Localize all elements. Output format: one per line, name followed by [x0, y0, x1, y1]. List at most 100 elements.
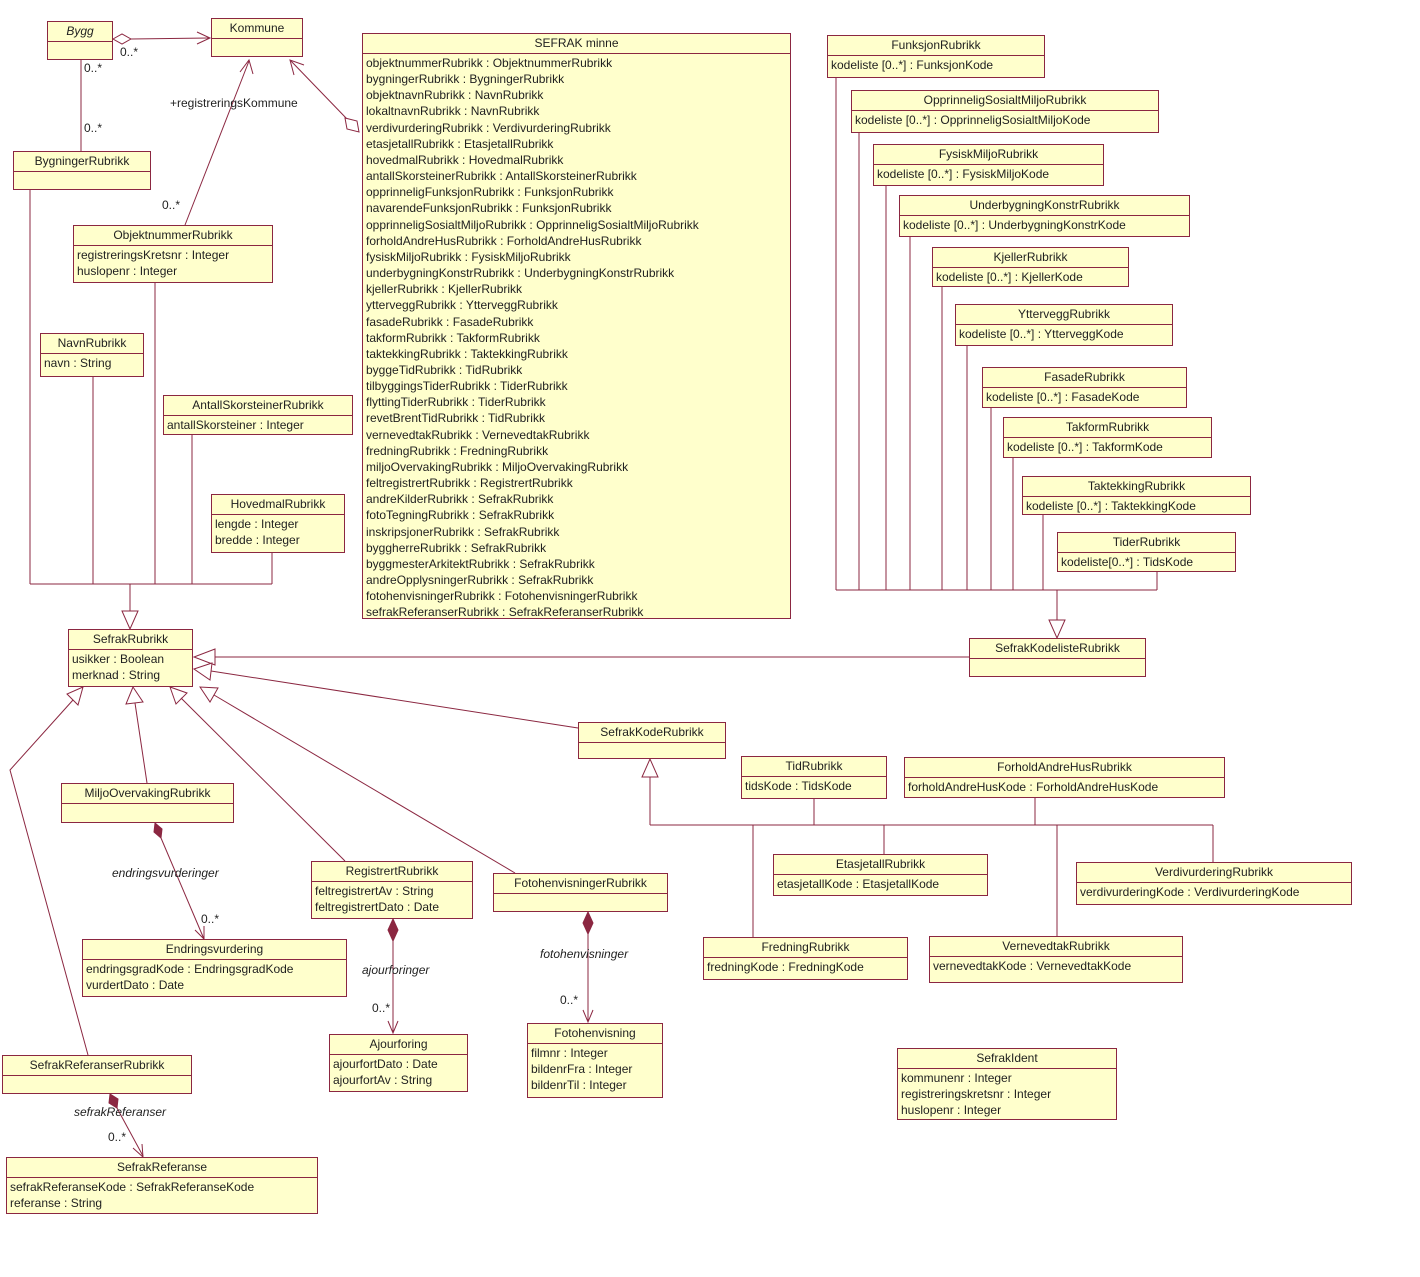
class-title: FasadeRubrikk: [983, 368, 1186, 388]
class-funksjonrubrikk[interactable]: FunksjonRubrikk kodeliste [0..*] : Funks…: [827, 35, 1045, 78]
class-attrs: endringsgradKode : EndringsgradKode vurde…: [83, 960, 346, 993]
class-objektnummerrubrikk[interactable]: ObjektnummerRubrikk registreringsKretsnr…: [73, 225, 273, 283]
class-forholdandrehusrubrikk[interactable]: ForholdAndreHusRubrikk forholdAndreHusKo…: [904, 757, 1225, 798]
generalization-kodeliste-group: [835, 78, 1158, 640]
class-title: FredningRubrikk: [704, 938, 907, 958]
class-attrs: kodeliste [0..*] : FysiskMiljoKode: [874, 165, 1103, 182]
class-fredningrubrikk[interactable]: FredningRubrikk fredningKode : FredningK…: [703, 937, 908, 980]
class-title: BygningerRubrikk: [14, 152, 150, 172]
class-verdivurderingrubrikk[interactable]: VerdivurderingRubrikk verdivurderingKode…: [1076, 862, 1352, 905]
class-sefrakreferanse[interactable]: SefrakReferanse sefrakReferanseKode : Se…: [6, 1157, 318, 1214]
class-attribute: lokaltnavnRubrikk : NavnRubrikk: [366, 104, 540, 119]
class-attribute: navarendeFunksjonRubrikk : FunksjonRubri…: [366, 201, 612, 216]
class-navnrubrikk[interactable]: NavnRubrikk navn : String: [40, 333, 144, 377]
class-attribute: taktekkingRubrikk : TaktekkingRubrikk: [366, 346, 568, 361]
class-attrs: kodeliste [0..*] : TakformKode: [1004, 438, 1211, 455]
class-title: SEFRAK minne: [363, 34, 790, 54]
class-title: FunksjonRubrikk: [828, 36, 1044, 56]
class-title: TiderRubrikk: [1058, 533, 1235, 553]
class-title: YtterveggRubrikk: [956, 305, 1172, 325]
class-registrertrubrikk[interactable]: RegistrertRubrikk feltregistrertAv : Str…: [311, 861, 473, 919]
class-attribute: feltregistrertAv : String: [315, 884, 434, 898]
class-sefrakkodelisterubrikk[interactable]: SefrakKodelisteRubrikk: [969, 638, 1146, 677]
class-vernevedtakrubrikk[interactable]: VernevedtakRubrikk vernevedtakKode : Ver…: [929, 936, 1183, 983]
role-sefrakreferanser: sefrakReferanser: [74, 1105, 167, 1119]
class-attribute: tidsKode : TidsKode: [745, 779, 852, 793]
class-attrs: forholdAndreHusKode : ForholdAndreHusKod…: [905, 778, 1224, 795]
association-objektnummer-kommune: [184, 58, 254, 226]
class-attrs: [14, 172, 150, 173]
class-attribute: fasadeRubrikk : FasadeRubrikk: [366, 314, 534, 329]
class-attribute: vernevedtakKode : VernevedtakKode: [933, 959, 1132, 973]
multiplicity-endringsvurdering: 0..*: [201, 912, 220, 926]
class-kommune[interactable]: Kommune: [211, 18, 303, 57]
class-taktekkingrubrikk[interactable]: TaktekkingRubrikk kodeliste [0..*] : Tak…: [1022, 476, 1251, 515]
class-attribute: takformRubrikk : TakformRubrikk: [366, 330, 540, 345]
class-tiderrubrikk[interactable]: TiderRubrikk kodeliste[0..*] : TidsKode: [1057, 532, 1236, 572]
class-title: Fotohenvisning: [528, 1024, 662, 1044]
class-attribute: endringsgradKode : EndringsgradKode: [86, 962, 294, 976]
class-opprinneligsosialtmiljorubrikk[interactable]: OpprinneligSosialtMiljoRubrikk kodeliste…: [851, 90, 1159, 133]
class-underbygningkonstrrubrikk[interactable]: UnderbygningKonstrRubrikk kodeliste [0..…: [899, 195, 1190, 237]
class-title: MiljoOvervakingRubrikk: [62, 784, 233, 804]
class-attribute: vurdertDato : Date: [86, 978, 185, 992]
class-attrs: kodeliste[0..*] : TidsKode: [1058, 553, 1235, 570]
class-title: Kommune: [212, 19, 302, 39]
class-attribute: feltregistrertRubrikk : RegistrertRubrik…: [366, 476, 573, 491]
class-title: VerdivurderingRubrikk: [1077, 863, 1351, 883]
class-attrs: kodeliste [0..*] : OpprinneligSosialtMil…: [852, 111, 1158, 128]
class-fasaderubrikk[interactable]: FasadeRubrikk kodeliste [0..*] : FasadeK…: [982, 367, 1187, 408]
class-tidrubrikk[interactable]: TidRubrikk tidsKode : TidsKode: [741, 756, 887, 799]
class-endringsvurdering[interactable]: Endringsvurdering endringsgradKode : End…: [82, 939, 347, 997]
class-attrs: kodeliste [0..*] : FasadeKode: [983, 388, 1186, 405]
generalization-sefrakreferanser-sefrakrubrikk: [9, 686, 89, 1056]
class-antallskorsteinerrubrikk[interactable]: AntallSkorsteinerRubrikk antallSkorstein…: [163, 395, 353, 435]
generalization-left-group-sefrakrubrikk: [29, 190, 273, 631]
class-attrs: [62, 804, 233, 805]
class-ytterveggrubrikk[interactable]: YtterveggRubrikk kodeliste [0..*] : Ytte…: [955, 304, 1173, 346]
class-attribute: antallSkorsteinerRubrikk : AntallSkorste…: [366, 169, 637, 184]
class-bygg[interactable]: Bygg: [47, 21, 113, 60]
multiplicity-objektnummer-end: 0..*: [162, 198, 181, 212]
class-attribute: huslopenr : Integer: [901, 1103, 1002, 1117]
generalization-fotohenvisninger-sefrakrubrikk: [199, 686, 516, 874]
class-takformrubrikk[interactable]: TakformRubrikk kodeliste [0..*] : Takfor…: [1003, 417, 1212, 458]
class-attribute: registreringskretsnr : Integer: [901, 1087, 1052, 1101]
class-attrs: navn : String: [41, 354, 143, 371]
class-attribute: flyttingTiderRubrikk : TiderRubrikk: [366, 395, 546, 410]
class-attribute: kodeliste [0..*] : TakformKode: [1007, 440, 1163, 454]
class-title: UnderbygningKonstrRubrikk: [900, 196, 1189, 216]
class-title: TaktekkingRubrikk: [1023, 477, 1250, 497]
class-attrs: tidsKode : TidsKode: [742, 777, 886, 794]
class-miljoovervakingrubrikk[interactable]: MiljoOvervakingRubrikk: [61, 783, 234, 823]
class-title: TakformRubrikk: [1004, 418, 1211, 438]
class-sefrakreferanserrubrikk[interactable]: SefrakReferanserRubrikk: [2, 1055, 192, 1094]
role-endringsvurderinger: endringsvurderinger: [112, 866, 219, 880]
class-title: RegistrertRubrikk: [312, 862, 472, 882]
class-sefrakkoderubrikk[interactable]: SefrakKodeRubrikk: [578, 722, 726, 759]
class-attribute: huslopenr : Integer: [77, 264, 178, 278]
class-attribute: kommunenr : Integer: [901, 1071, 1012, 1085]
class-attribute: registreringsKretsnr : Integer: [77, 248, 230, 262]
multiplicity-bygninger-end: 0..*: [84, 121, 103, 135]
class-title: SefrakRubrikk: [69, 630, 192, 650]
class-etasjetallrubrikk[interactable]: EtasjetallRubrikk etasjetallKode : Etasj…: [773, 854, 988, 896]
class-bygningerrubrikk[interactable]: BygningerRubrikk: [13, 151, 151, 190]
class-title: FotohenvisningerRubrikk: [494, 874, 667, 894]
class-sefrak-minne[interactable]: SEFRAK minne objektnummerRubrikk : Objek…: [362, 33, 791, 619]
class-fotohenvisningerrubrikk[interactable]: FotohenvisningerRubrikk: [493, 873, 668, 912]
generalization-miljoovervaking-sefrakrubrikk: [125, 685, 148, 784]
class-kjellerrubrikk[interactable]: KjellerRubrikk kodeliste [0..*] : Kjelle…: [932, 247, 1129, 287]
class-attribute: kodeliste [0..*] : FasadeKode: [986, 390, 1140, 404]
class-fysiskmiljorubrikk[interactable]: FysiskMiljoRubrikk kodeliste [0..*] : Fy…: [873, 144, 1104, 186]
class-attribute: kodeliste [0..*] : YtterveggKode: [959, 327, 1124, 341]
